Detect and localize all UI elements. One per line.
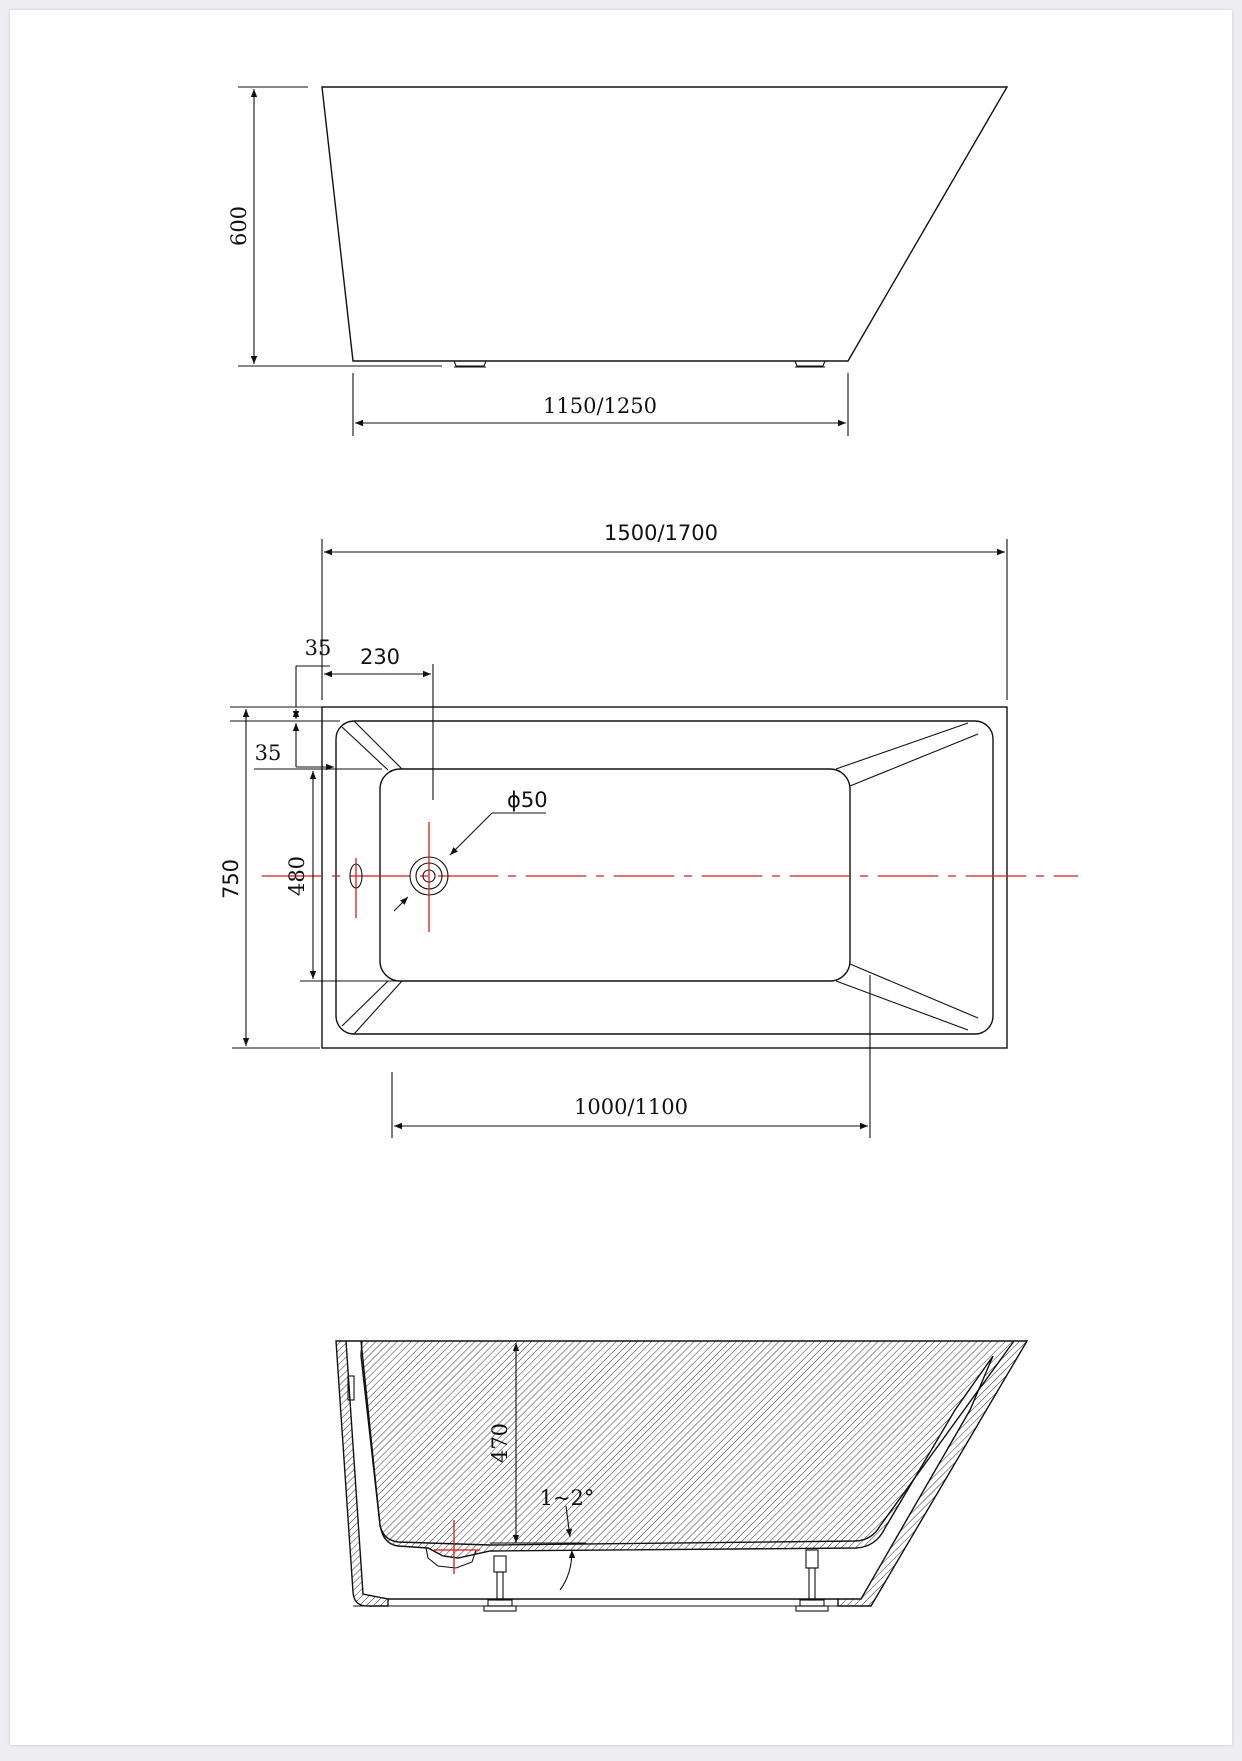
rim-inner-label: 35 (255, 741, 282, 765)
basin-slope-lines (341, 720, 979, 1035)
overall-length-label: 1500/1700 (604, 521, 718, 545)
tub-rim-inner (335, 720, 994, 1035)
drain-diameter-label: ϕ50 (507, 788, 548, 812)
inner-length-label: 1000/1100 (574, 1095, 688, 1119)
base-length-label: 1150/1250 (543, 394, 657, 418)
side-foot-right (794, 360, 826, 367)
section-leg-left (483, 1555, 517, 1612)
drain (409, 822, 449, 932)
tub-basin-bottom (379, 768, 851, 982)
section-view: 470 1~2° (335, 1340, 1029, 1612)
depth-label: 470 (488, 1423, 512, 1463)
drain-offset-label: 230 (360, 645, 400, 669)
side-view-outline (321, 86, 1009, 362)
slope-label: 1~2° (540, 1486, 595, 1510)
section-leg-right (795, 1549, 829, 1612)
side-foot-left (453, 360, 487, 367)
top-view: 1500/1700 (219, 521, 1078, 1138)
technical-drawing: 600 1150/1250 1500/1700 (219, 86, 1078, 1612)
drawing-sheet: 600 1150/1250 1500/1700 (10, 10, 1232, 1745)
rim-offset-label: 35 (305, 636, 332, 660)
inner-width-label: 480 (285, 856, 309, 896)
section-drain (425, 1547, 477, 1569)
height-label: 600 (227, 206, 251, 246)
side-view: 600 1150/1250 (227, 86, 1009, 436)
overall-width-label: 750 (219, 859, 243, 899)
section-inner-surface (360, 1340, 1015, 1546)
tub-outer-rim (321, 706, 1008, 1049)
